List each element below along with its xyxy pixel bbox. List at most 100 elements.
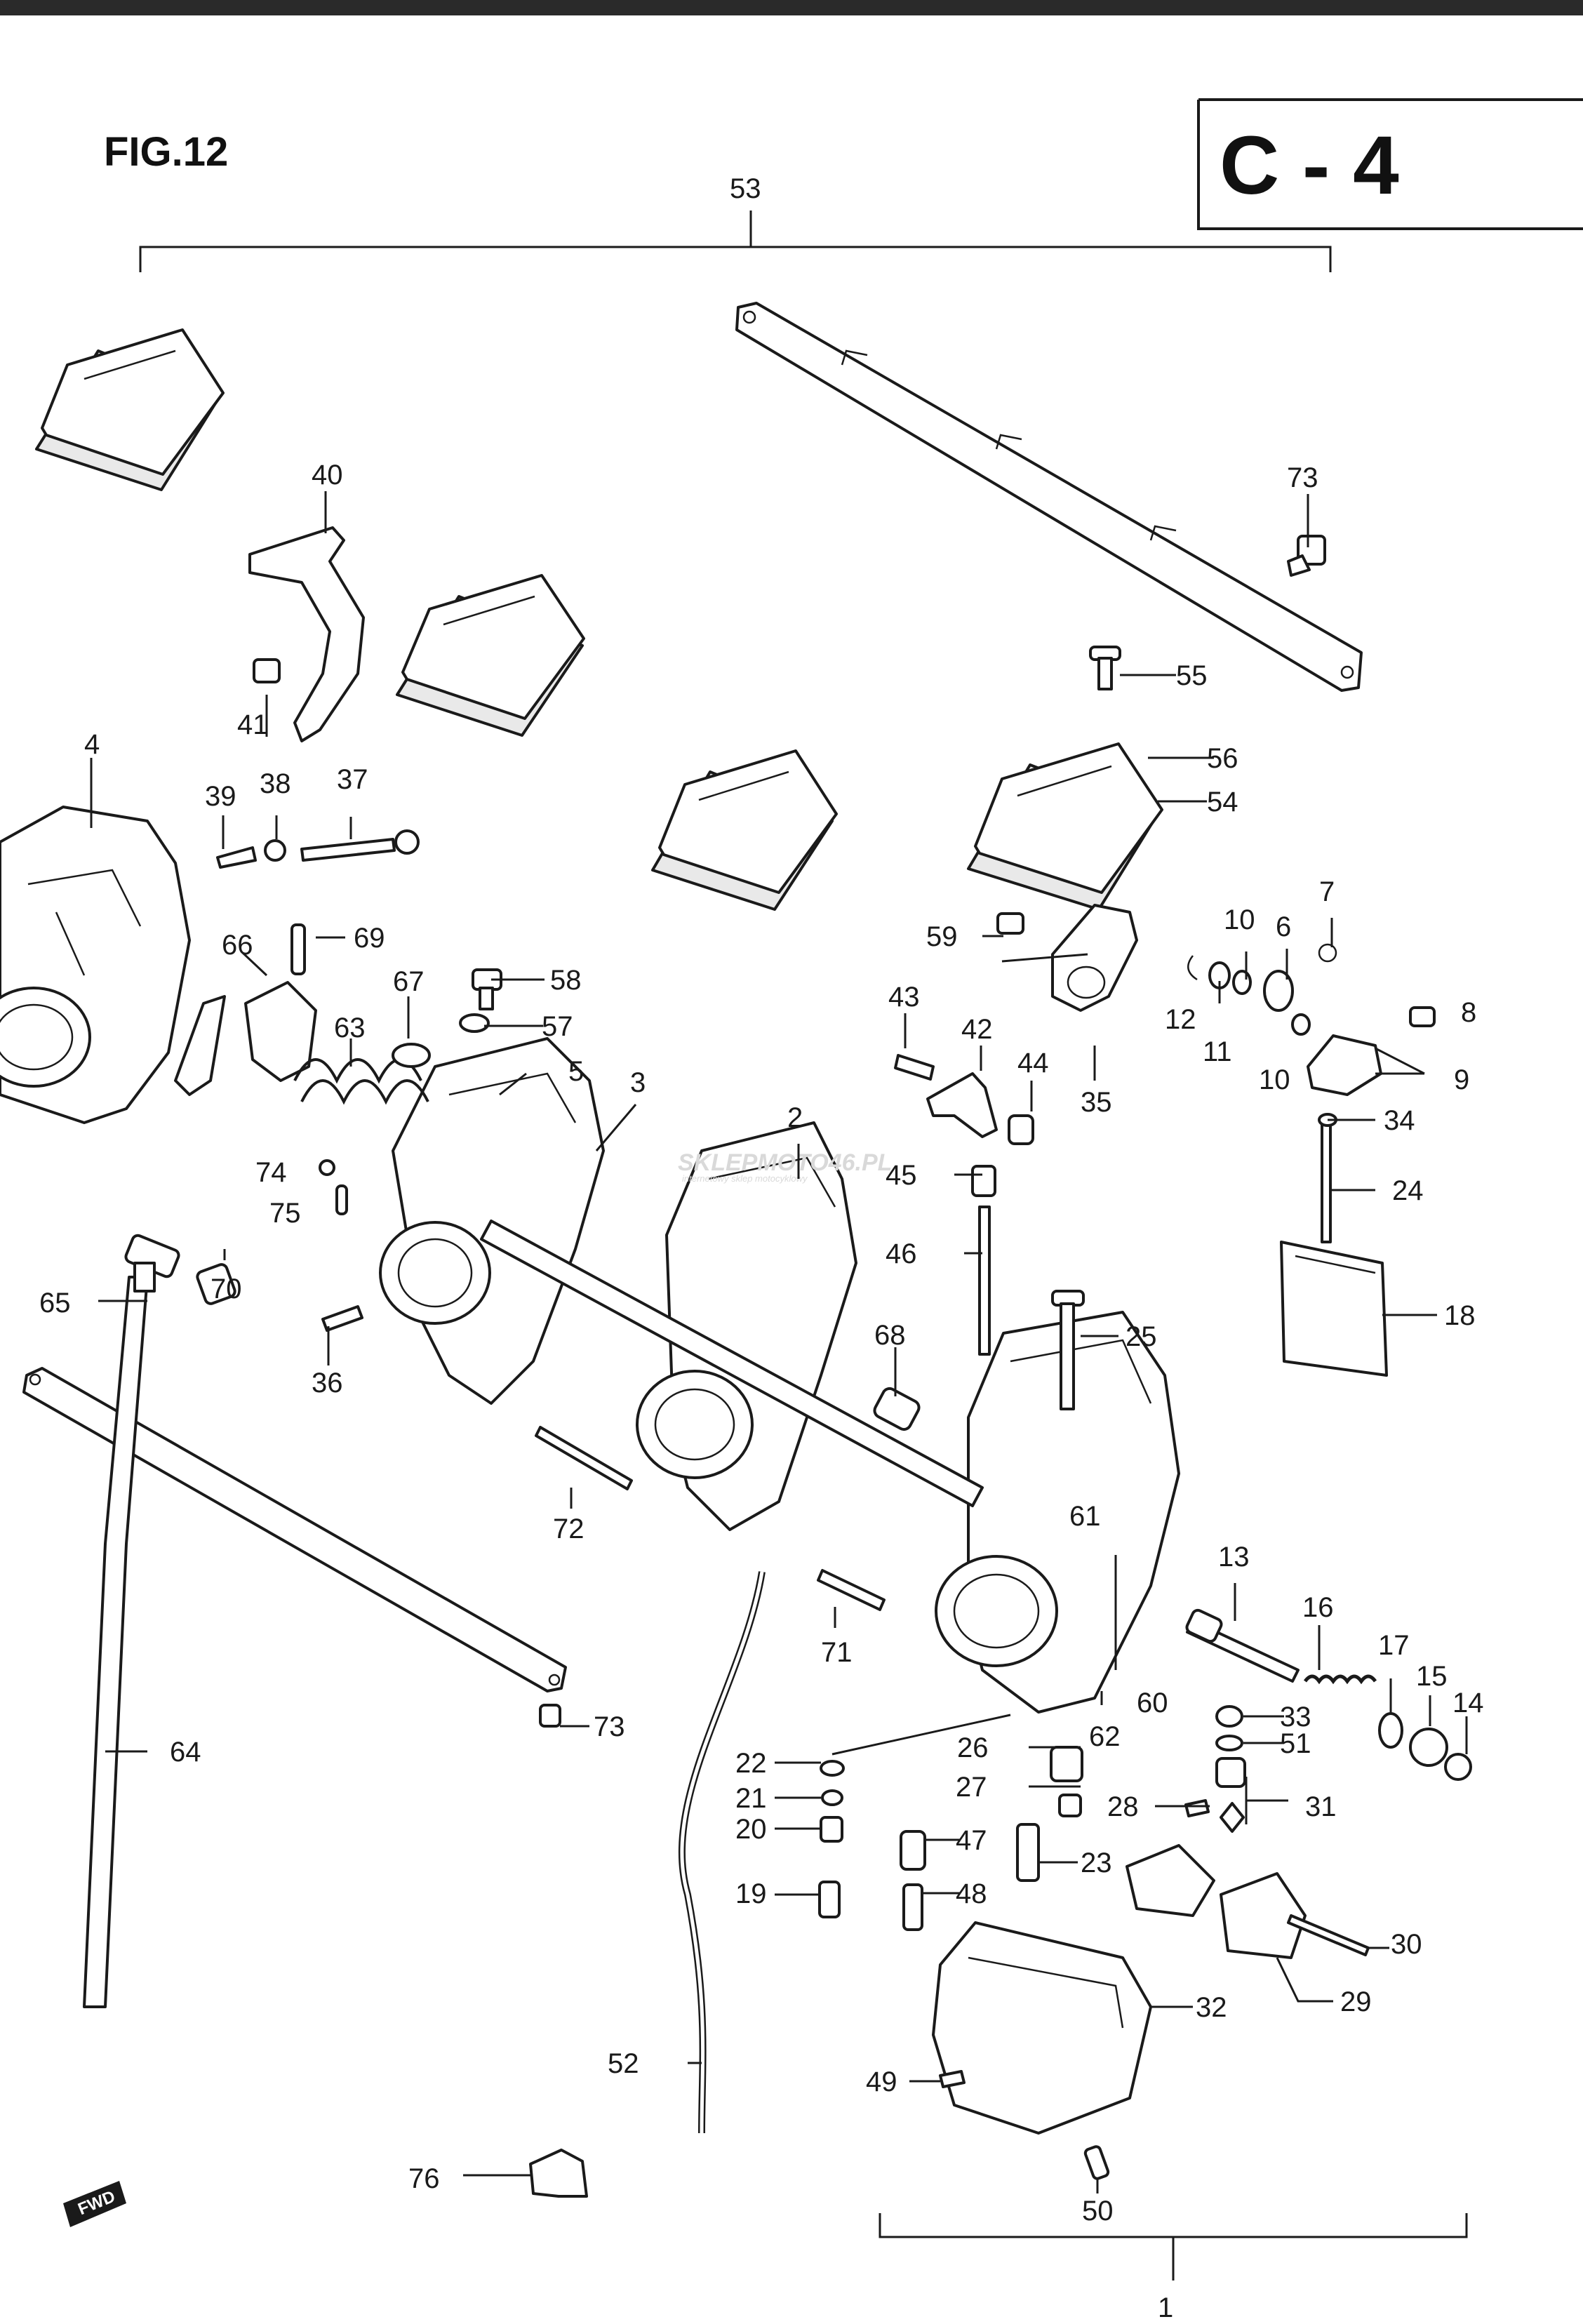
section-code: C - 4 [1220, 119, 1399, 212]
carburetor-body-3 [636, 1121, 857, 1531]
callout-74: 74 [255, 1157, 287, 1188]
callout-44: 44 [1017, 1048, 1049, 1078]
callout-60: 60 [1137, 1688, 1168, 1718]
callout-52: 52 [608, 2048, 639, 2079]
callout-67: 67 [393, 966, 425, 997]
callout-32: 32 [1196, 1992, 1227, 2023]
callout-1: 1 [1158, 2292, 1173, 2323]
spring-48 [902, 1883, 923, 1931]
callout-43: 43 [888, 982, 920, 1013]
callout-54: 54 [1207, 787, 1238, 817]
callout-57: 57 [542, 1011, 573, 1042]
callout-45: 45 [886, 1160, 917, 1191]
callout-21: 21 [735, 1783, 767, 1814]
callout-41: 41 [237, 709, 269, 740]
pin-30 [1287, 1914, 1370, 1956]
screw-55 [1089, 646, 1121, 690]
spring-20 [820, 1816, 843, 1843]
callout-50: 50 [1082, 2196, 1114, 2226]
spring-75 [335, 1184, 348, 1215]
callout-12: 12 [1165, 1004, 1196, 1035]
callout-55: 55 [1176, 660, 1208, 691]
jet-26 [1050, 1746, 1083, 1782]
valve-31 [1215, 1757, 1246, 1833]
lever-42 [926, 1072, 998, 1138]
callout-69: 69 [354, 923, 385, 954]
watermark-main: SKLEPMOTO46.PL [678, 1149, 892, 1176]
o-ring-22 [820, 1760, 845, 1777]
callout-31: 31 [1305, 1791, 1337, 1822]
callout-9: 9 [1454, 1064, 1469, 1095]
part-74 [319, 1159, 335, 1176]
callout-6: 6 [1276, 911, 1291, 942]
callout-2: 2 [787, 1102, 803, 1133]
callout-26: 26 [957, 1732, 989, 1763]
callout-37: 37 [337, 764, 368, 795]
jet-23 [1016, 1823, 1040, 1882]
lower-bracket-rail [22, 1367, 567, 1692]
callout-11: 11 [1203, 1036, 1232, 1067]
nut-38 [264, 839, 286, 862]
float-bowl-32 [932, 1921, 1152, 2135]
callout-15: 15 [1416, 1661, 1448, 1692]
washer-10b [1291, 1013, 1311, 1036]
top-cap-unit-3 [651, 749, 838, 911]
callout-34: 34 [1384, 1105, 1415, 1136]
callout-labels: 1 2 3 4 5 6 7 8 9 10 10 11 12 13 14 15 1… [39, 173, 1484, 2323]
washer-17 [1378, 1712, 1403, 1749]
carburetor-body-2 [379, 1037, 605, 1405]
callout-76: 76 [408, 2163, 440, 2194]
part-45 [971, 1165, 996, 1197]
watermark: SKLEPMOTO46.PL internetowy sklep motocyk… [678, 1149, 892, 1184]
plate-18 [1280, 1241, 1388, 1377]
callout-17: 17 [1378, 1630, 1410, 1661]
fuel-hose-52 [678, 1571, 766, 2134]
fuel-hose-64 [83, 1276, 149, 2008]
callout-10a: 10 [1224, 904, 1255, 935]
assembly-bracket-53 [139, 211, 1332, 272]
screw-28 [1184, 1799, 1210, 1817]
callout-61: 61 [1069, 1501, 1101, 1532]
callout-64: 64 [170, 1737, 201, 1768]
callout-10b: 10 [1259, 1064, 1290, 1095]
bolt-43 [894, 1054, 935, 1081]
carburetor-body-left [0, 806, 191, 1124]
washer-21 [821, 1789, 843, 1806]
callout-16: 16 [1302, 1592, 1334, 1623]
cap-15 [1409, 1728, 1448, 1767]
callout-46: 46 [886, 1238, 917, 1269]
float-29 [1126, 1844, 1307, 1959]
callout-51: 51 [1280, 1728, 1311, 1759]
pin-69 [290, 923, 306, 975]
callout-70: 70 [211, 1274, 242, 1304]
carburetor-body-right [935, 1311, 1180, 1714]
washer-51 [1215, 1735, 1243, 1751]
top-cap-unit-1 [35, 328, 225, 491]
screw-50 [1083, 2145, 1110, 2180]
bolt-41 [253, 658, 281, 683]
callout-59: 59 [926, 921, 958, 952]
callout-72: 72 [553, 1514, 585, 1544]
callout-65: 65 [39, 1288, 71, 1318]
callout-25: 25 [1126, 1321, 1157, 1352]
callout-66: 66 [222, 930, 253, 961]
callout-5: 5 [568, 1056, 584, 1087]
bracket-40 [248, 526, 365, 742]
link-holder-66 [174, 981, 317, 1096]
bracket-9 [1307, 1034, 1382, 1096]
spring-16 [1303, 1674, 1377, 1685]
callout-19: 19 [735, 1878, 767, 1909]
callout-49: 49 [866, 2066, 897, 2097]
top-cap-unit-2 [396, 574, 585, 737]
callout-3: 3 [630, 1067, 646, 1098]
callout-14: 14 [1452, 1688, 1484, 1718]
callout-22: 22 [735, 1748, 767, 1779]
needle-24 [1321, 1121, 1332, 1243]
callout-38: 38 [260, 768, 291, 799]
screw-39 [216, 846, 257, 869]
screw-36 [321, 1305, 363, 1332]
callout-71: 71 [821, 1637, 853, 1668]
callout-68: 68 [874, 1320, 906, 1351]
callout-42: 42 [961, 1014, 993, 1045]
